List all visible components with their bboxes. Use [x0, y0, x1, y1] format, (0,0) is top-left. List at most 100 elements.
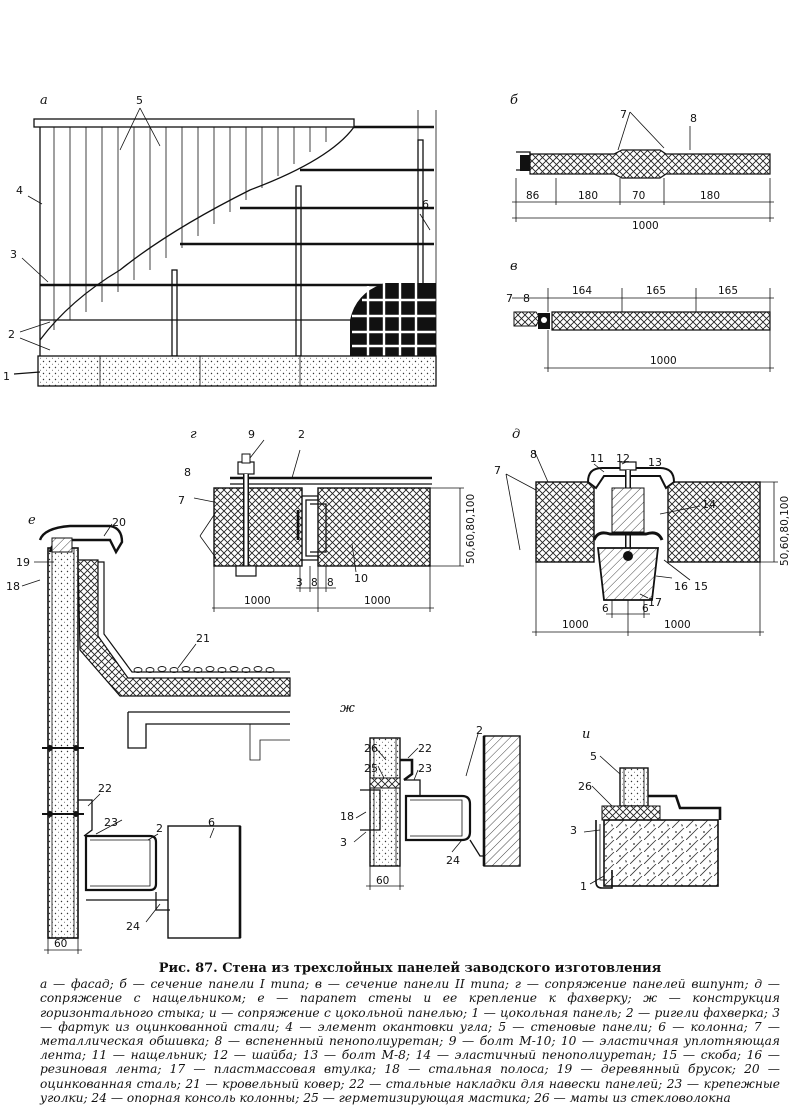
dim-g-thickness: 50,60,80,100: [465, 494, 477, 564]
label-zh-3: 3: [340, 836, 347, 849]
dim-d-6b: 6: [642, 603, 649, 615]
dim-b-86: 86: [526, 190, 540, 202]
view-g-tongue-joint: г 9 2: [178, 427, 477, 612]
label-a-4: 4: [16, 184, 23, 197]
dim-zh-60: 60: [376, 875, 389, 887]
label-a-3: 3: [10, 248, 17, 261]
dim-d-thickness: 50,60,80,100: [779, 496, 791, 566]
wall-panel-5-i: [619, 767, 649, 807]
label-d-7: 7: [494, 464, 501, 477]
figure-caption: Рис. 87. Стена из трехслойных панелей за…: [40, 961, 780, 1105]
label-e-6: 6: [208, 816, 215, 829]
label-a-1: 1: [3, 370, 10, 383]
view-b-section-type1: б 7 8 86 180 70 180 1000: [510, 93, 774, 232]
dim-v-164: 164: [572, 285, 592, 297]
view-zh-horizontal-joint: ж 2 26 22 25 23 18 3 24 60: [340, 701, 521, 890]
label-v-8: 8: [523, 292, 530, 305]
label-e-24: 24: [126, 920, 140, 933]
view-d-letter: д: [512, 427, 520, 442]
view-a-facade: а: [3, 93, 437, 387]
dim-v-1000: 1000: [650, 355, 677, 367]
label-a-5: 5: [136, 94, 143, 107]
label-zh-26: 26: [364, 742, 378, 755]
label-b-8: 8: [690, 112, 697, 125]
label-i-1: 1: [580, 880, 587, 893]
dim-b-1000: 1000: [632, 220, 659, 232]
label-e-18: 18: [6, 580, 20, 593]
dim-g-8b: 8: [327, 577, 334, 589]
panel-right-d: [667, 481, 761, 563]
dim-d-1000-right: 1000: [664, 619, 691, 631]
label-e-19: 19: [16, 556, 30, 569]
facade-window-grid: [350, 283, 436, 356]
dim-g-8a: 8: [311, 577, 318, 589]
label-v-7: 7: [506, 292, 513, 305]
label-i-5: 5: [590, 750, 597, 763]
view-e-letter: е: [28, 513, 36, 528]
label-zh-22: 22: [418, 742, 432, 755]
panel-left-d: [535, 481, 595, 563]
panel-right-g: [317, 487, 431, 567]
label-zh-25: 25: [364, 762, 378, 775]
dim-g-1000-left: 1000: [244, 595, 271, 607]
girt-2: [84, 834, 158, 892]
dim-b-180-a: 180: [578, 190, 598, 202]
label-a-6: 6: [422, 198, 429, 211]
label-d-17: 17: [648, 596, 662, 609]
view-zh-letter: ж: [340, 701, 355, 716]
figure-title: Рис. 87. Стена из трехслойных панелей за…: [158, 961, 662, 976]
label-b-7: 7: [620, 108, 627, 121]
cover-strip: [586, 467, 676, 490]
view-v-section-type2: в 7 8 164 165 165 1000: [506, 259, 774, 372]
label-e-22: 22: [98, 782, 112, 795]
view-g-letter: г: [190, 427, 197, 442]
dim-b-70: 70: [632, 190, 645, 202]
label-zh-2: 2: [476, 724, 483, 737]
facade-plinth-panel: [37, 355, 437, 387]
label-i-3: 3: [570, 824, 577, 837]
label-d-15: 15: [694, 580, 708, 593]
girt-2-zh: [404, 794, 472, 842]
label-zh-24: 24: [446, 854, 460, 867]
view-a-letter: а: [40, 93, 48, 108]
view-b-letter: б: [510, 93, 518, 108]
label-e-23: 23: [104, 816, 118, 829]
dim-v-165-b: 165: [718, 285, 738, 297]
dim-b-180-b: 180: [700, 190, 720, 202]
view-v-letter: в: [510, 259, 518, 274]
panel-left-g: [213, 487, 303, 567]
panel-type2-body: [551, 311, 771, 331]
column-6: [167, 825, 241, 939]
label-d-8: 8: [530, 448, 537, 461]
view-d-cover-strip-joint: д 8 11 12 13 7: [494, 427, 791, 636]
roof-insulation: [77, 559, 291, 697]
label-d-16: 16: [674, 580, 688, 593]
figure-legend: а — фасад; б — сечение панели I типа; в …: [40, 977, 780, 1105]
label-g-9: 9: [248, 428, 255, 441]
facade-top-cap: [33, 118, 355, 128]
roof-gravel: [133, 666, 275, 673]
label-e-2: 2: [156, 822, 163, 835]
label-g-2: 2: [298, 428, 305, 441]
label-g-10: 10: [354, 572, 368, 585]
panel-type1-body: [529, 149, 771, 179]
label-zh-23: 23: [418, 762, 432, 775]
facade-cut-line: [39, 126, 355, 341]
dim-d-1000-left: 1000: [562, 619, 589, 631]
dim-g-3: 3: [296, 577, 303, 589]
joint-wall-panels: [369, 737, 401, 867]
label-zh-18: 18: [340, 810, 354, 823]
dim-v-165-a: 165: [646, 285, 666, 297]
view-i-letter: и: [582, 727, 590, 742]
technical-drawing-sheet: а: [3, 93, 791, 954]
label-g-8: 8: [184, 466, 191, 479]
plastic-bush: [596, 547, 660, 601]
parapet-wall-panel: [47, 547, 79, 939]
label-g-7: 7: [178, 494, 185, 507]
plinth-panel-1-i: [603, 819, 719, 887]
label-e-21: 21: [196, 632, 210, 645]
dim-e-60: 60: [54, 938, 67, 950]
dim-d-6a: 6: [602, 603, 609, 615]
label-i-26: 26: [578, 780, 592, 793]
label-d-12: 12: [616, 452, 630, 465]
